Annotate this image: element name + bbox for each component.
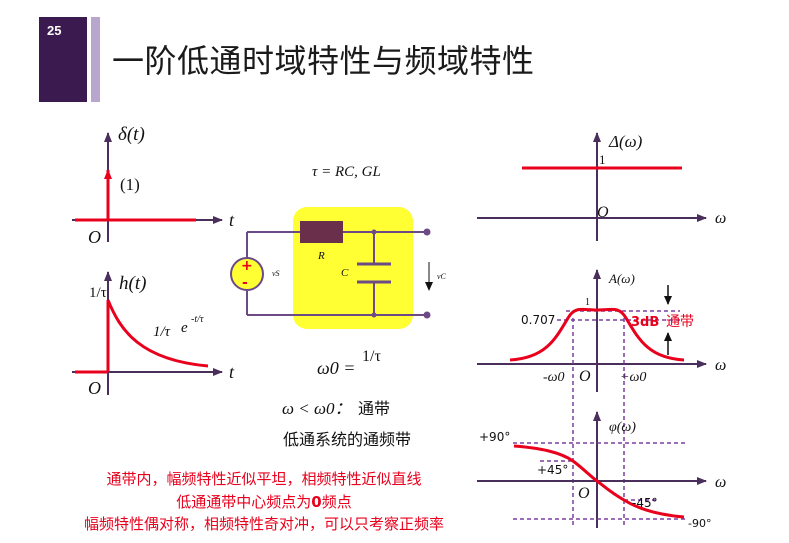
band-word-label: 通带 — [666, 314, 694, 330]
amplitude-plot: A(ω) 1 0.707 3dB 通带 -ω0 O +ω0 ω — [477, 269, 726, 392]
h-level-label: 1/τ — [89, 285, 107, 301]
phase-y-label: φ(ω) — [609, 420, 636, 435]
capacitor-label: C — [341, 267, 349, 279]
omega0-label: ω0 = — [317, 358, 355, 378]
h-curve-exponent: -t/τ — [191, 314, 204, 325]
terminal-top — [423, 228, 431, 236]
amp-peak-label: 1 — [585, 297, 590, 308]
note-line-2: 低通通带中心频点为0频点 — [176, 493, 351, 511]
spectrum-level-label: 1 — [599, 152, 606, 167]
node-bottom — [371, 312, 377, 318]
cutoff-section: ω0 = 1/τ ω < ω0： 通带 低通系统的通频带 — [282, 348, 411, 449]
h-x-label: t — [229, 362, 235, 382]
amp-right-cutoff-label: +ω0 — [620, 370, 646, 385]
spectrum-y-label: Δ(ω) — [608, 132, 643, 151]
source-minus-icon: - — [242, 275, 248, 291]
h-origin-label: O — [88, 378, 101, 398]
note-line-2-post: 频点 — [322, 493, 352, 511]
amp-left-cutoff-label: -ω0 — [543, 370, 565, 385]
impulse-strength-label: (1) — [120, 175, 140, 194]
slide-number: 25 — [39, 17, 87, 102]
notes: 通带内，幅频特性近似平坦，相频特性近似直线 低通通带中心频点为0频点 幅频特性偶… — [84, 470, 444, 533]
note-line-2-pre: 低通通带中心频点为 — [176, 493, 311, 511]
source-label: vS — [272, 269, 280, 278]
phase-origin-label: O — [578, 485, 590, 502]
h-y-label: h(t) — [119, 273, 146, 294]
h-curve-coef: 1/τ — [153, 324, 171, 340]
source-plus-icon: + — [241, 258, 253, 274]
phase-top-label: +90° — [479, 430, 510, 444]
amp-origin-label: O — [579, 368, 591, 385]
spectrum-x-label: ω — [715, 210, 726, 227]
amplitude-curve — [509, 307, 685, 362]
tau-label: τ = RC, GL — [312, 164, 381, 180]
delta-y-label: δ(t) — [118, 124, 145, 145]
rc-circuit: τ = RC, GL + - R C vS vC — [230, 164, 447, 329]
title-accent-bar — [91, 17, 100, 102]
phase-plot: φ(ω) +90° +45° O -45° -90° ω — [477, 411, 726, 530]
note-line-2-num: 0 — [311, 493, 321, 511]
phase-upper-label: +45° — [537, 463, 568, 477]
system-description: 低通系统的通频带 — [283, 430, 411, 449]
terminal-bottom — [423, 311, 431, 319]
delta-origin-label: O — [88, 227, 101, 247]
phase-x-label: ω — [715, 474, 726, 491]
resistor-symbol — [300, 221, 343, 243]
output-label: vC — [437, 272, 447, 281]
h-curve-exp-base: e — [181, 320, 188, 336]
delta-x-label: t — [229, 210, 235, 230]
amp-y-label: A(ω) — [608, 271, 635, 286]
phase-bottom-label: -90° — [688, 517, 711, 530]
spectrum-origin-label: O — [597, 204, 609, 221]
phase-curve — [513, 444, 685, 519]
passband-condition: ω < ω0： — [282, 399, 351, 418]
passband-word: 通带 — [358, 399, 390, 418]
delta-time-plot: δ(t) (1) t O — [72, 124, 235, 247]
impulse-response-plot: h(t) 1/τ 1/τ e -t/τ t O — [72, 271, 235, 398]
voltage-source-icon — [230, 257, 264, 291]
resistor-label: R — [317, 250, 325, 262]
phase-lower-label: -45° — [632, 496, 658, 510]
h-decay-curve — [106, 299, 209, 368]
note-line-3: 幅频特性偶对称，相频特性奇对冲，可以只考察正频率 — [84, 515, 444, 533]
note-line-1: 通带内，幅频特性近似平坦，相频特性近似直线 — [106, 470, 421, 488]
node-top — [371, 229, 377, 235]
amp-x-label: ω — [715, 357, 726, 374]
band-3db-label: 3dB — [631, 315, 659, 330]
slide-title: 一阶低通时域特性与频域特性 — [112, 42, 535, 80]
omega0-value: 1/τ — [362, 348, 381, 365]
delta-spectrum-plot: Δ(ω) 1 O ω — [477, 132, 726, 241]
amp-level-label: 0.707 — [521, 313, 555, 327]
